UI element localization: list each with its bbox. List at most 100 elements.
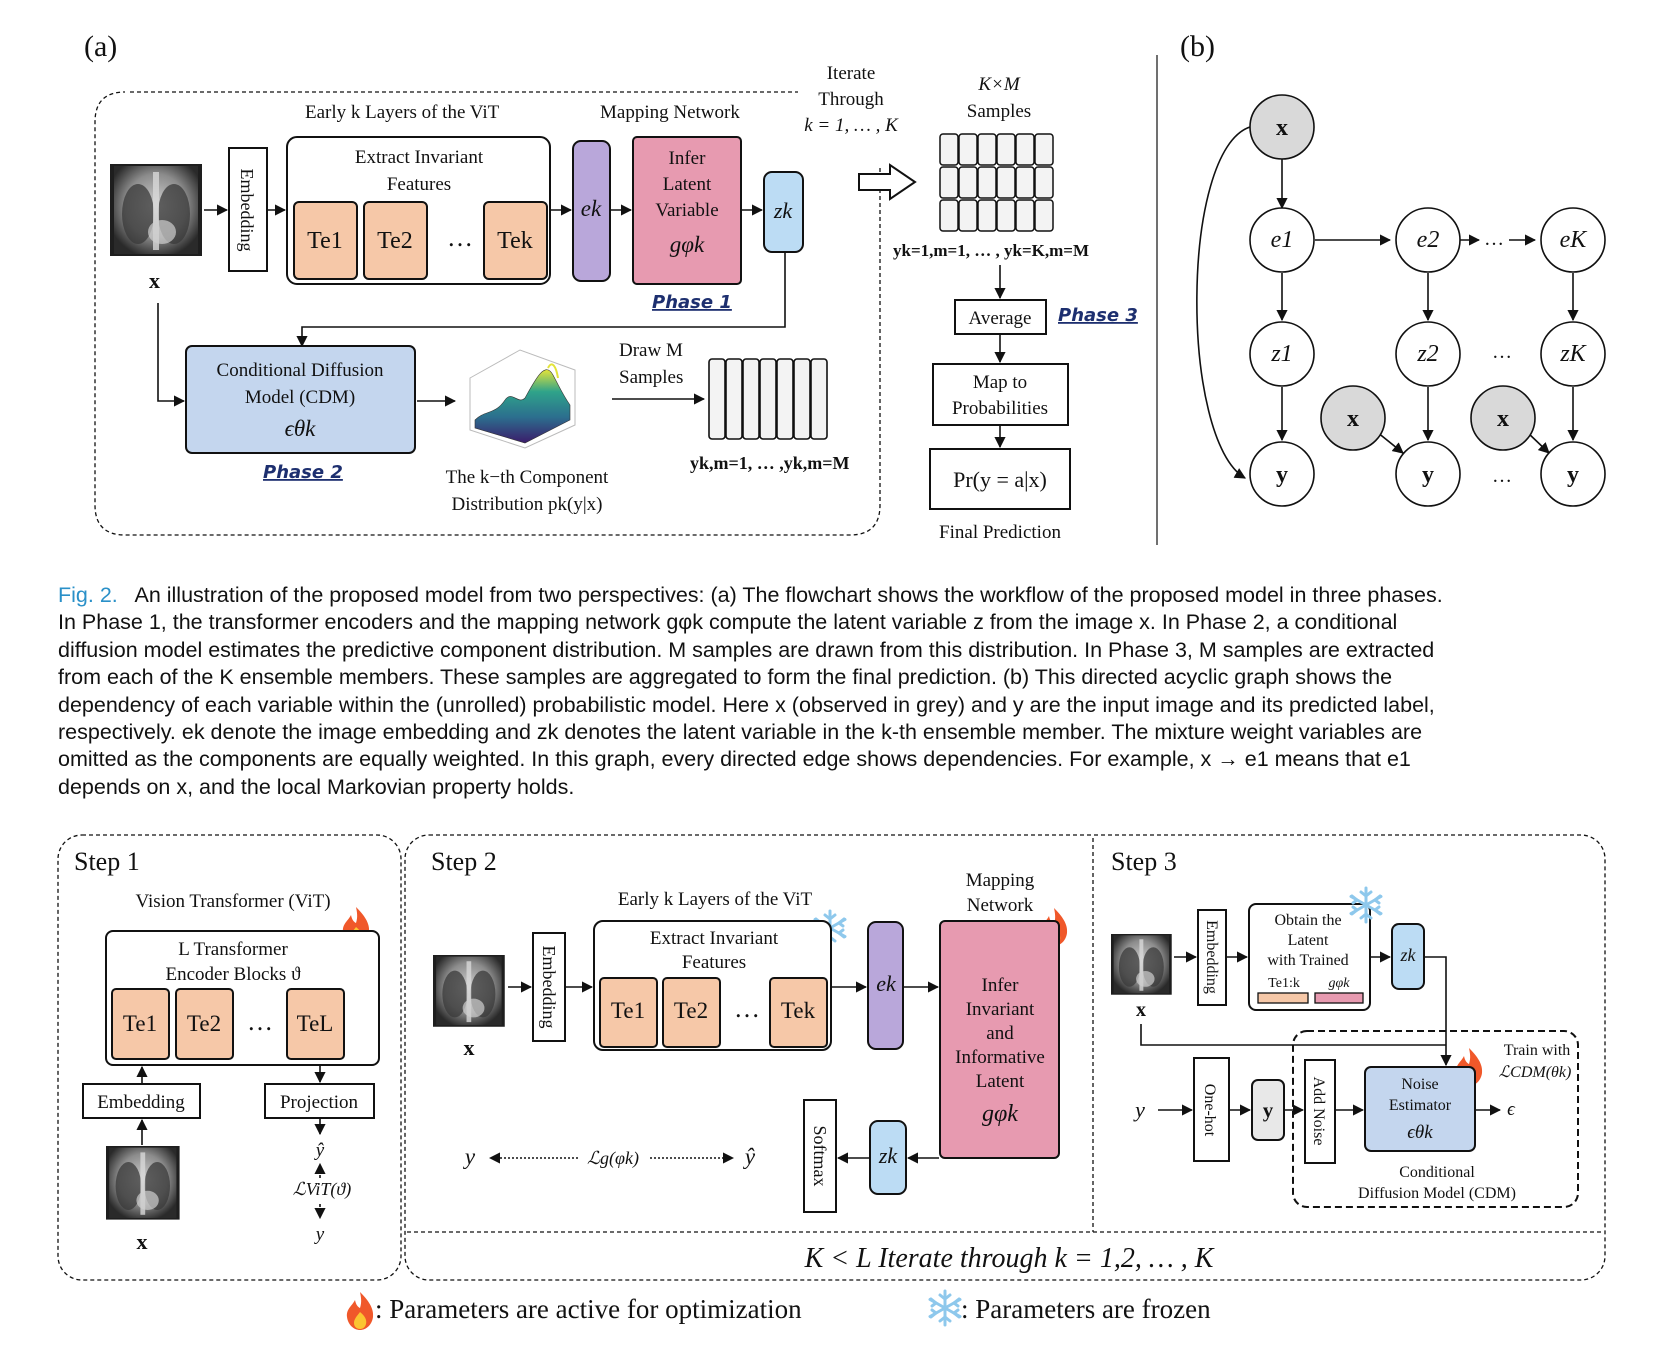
step1-teL-block (286, 988, 345, 1060)
step1-blocks-label-1: L Transformer (178, 939, 288, 960)
te2-label: Te2 (377, 228, 413, 254)
step2-early-layers: Early k Layers of the ViT (618, 889, 813, 910)
zk-box (763, 171, 804, 253)
step2-title: Step 2 (431, 847, 497, 876)
node-e2: e2 (1417, 227, 1440, 253)
step1-projection-label: Projection (280, 1092, 359, 1113)
step2-infer-label-4: Informative (955, 1047, 1045, 1068)
ek-box (572, 140, 611, 282)
caption-line-6: respectively. ek denote the image embedd… (58, 720, 1423, 745)
tek-label: Tek (497, 228, 533, 254)
step1-vit-label: Vision Transformer (ViT) (135, 891, 330, 912)
caption-text-1: An illustration of the proposed model fr… (134, 583, 1443, 607)
phase3-label: Phase 3 (1058, 305, 1138, 326)
node-z-dots: … (1492, 341, 1512, 363)
average-label: Average (969, 308, 1032, 329)
phase2-label: Phase 2 (263, 462, 343, 483)
m-samples-label: yk,m=1, … ,yk,m=M (690, 453, 850, 473)
dag-edges (1196, 126, 1579, 479)
node-z1: z1 (1270, 341, 1292, 367)
node-z2: z2 (1416, 341, 1438, 367)
legend-frozen-label: : Parameters are frozen (961, 1294, 1211, 1324)
step3-eps-out: ϵ (1507, 1099, 1516, 1120)
step1-projection-box (264, 1083, 375, 1119)
obtain-label-2: Latent (1288, 932, 1329, 949)
train-with-label-1: Train with (1504, 1042, 1571, 1059)
final-pr-box (929, 448, 1071, 510)
step2-extract-label-1: Extract Invariant (650, 928, 779, 949)
draw-label-2: Samples (619, 367, 683, 388)
step1-title: Step 1 (74, 847, 140, 876)
add-noise-label: Add Noise (1310, 1077, 1327, 1146)
step1-frame (57, 834, 402, 1281)
obtain-latent-box (1248, 903, 1371, 1011)
step1-xray-icon (106, 1146, 180, 1220)
step1-loss: ℒViT(ϑ) (293, 1179, 351, 1200)
step1-x-label: x (137, 1229, 148, 1254)
node-e1: e1 (1271, 227, 1294, 253)
step1-te1-block (111, 988, 170, 1060)
surface-plot-icon (469, 349, 576, 449)
add-noise-box (1304, 1059, 1336, 1164)
step3-embedding-label: Embedding (1203, 920, 1220, 994)
m-samples-grid (708, 358, 828, 440)
softmax-box (803, 1099, 837, 1213)
step2-y: y (463, 1144, 476, 1169)
g-phi-bar (1314, 992, 1364, 1004)
step2-te1-block (599, 977, 658, 1048)
infer-latent-box (632, 136, 742, 285)
onehot-box (1193, 1057, 1230, 1162)
extract-label-2: Features (387, 174, 451, 195)
step2-te2-block (662, 977, 721, 1048)
xray-image-icon (110, 164, 202, 256)
cdm-label-1: Conditional Diffusion (217, 360, 384, 381)
step2-x-label: x (464, 1035, 475, 1060)
step1-blocks-label-2: Encoder Blocks ϑ (166, 964, 302, 985)
node-y1: y (1276, 462, 1288, 488)
step1-embedding-label: Embedding (97, 1092, 185, 1113)
x-input-label: x (149, 268, 160, 293)
step3-zk-box (1391, 923, 1425, 990)
component-label-2: Distribution pk(y|x) (451, 494, 602, 515)
obtain-label-3: with Trained (1267, 952, 1348, 969)
infer-label-1: Infer (669, 148, 707, 169)
node-e-dots: … (1484, 228, 1504, 250)
caption-line-7: omitted as the components are equally we… (58, 747, 1411, 772)
cdm-label-2: Model (CDM) (245, 387, 355, 408)
caption-line-3: diffusion model estimates the predictive… (58, 637, 1435, 662)
infer-label-3: Variable (655, 200, 718, 221)
node-yK: y (1567, 462, 1579, 488)
step2-ek-box (867, 921, 904, 1050)
caption-line-8: depends on x, and the local Markovian pr… (58, 774, 575, 799)
panel-a: (a) Early k Layers of the ViT Mapping Ne… (84, 30, 1138, 543)
bottom-bar-label: K < L Iterate through k = 1,2, … , K (804, 1243, 1215, 1274)
noise-est-label-1: Noise (1401, 1076, 1438, 1093)
step1-te1-label: Te1 (123, 1011, 157, 1036)
iterate-label-3: k = 1, … , K (804, 115, 899, 136)
kxm-label-2: Samples (967, 101, 1031, 122)
te-dots: … (447, 223, 473, 252)
step2-infer-box (939, 920, 1060, 1159)
step2-zk-label: zk (878, 1143, 899, 1168)
step2-embedding-label: Embedding (539, 946, 559, 1029)
step2-yhat: ŷ (743, 1144, 756, 1169)
step2-tek-block (769, 977, 828, 1048)
caption-line-5: dependency of each variable within the (… (58, 692, 1435, 717)
node-y2: y (1422, 462, 1434, 488)
step2-ek-label: ek (876, 971, 897, 996)
softmax-label: Softmax (810, 1126, 830, 1187)
step3-cdm-label-2: Diffusion Model (CDM) (1358, 1185, 1516, 1202)
phase1-label: Phase 1 (652, 292, 732, 313)
steps-figure: Step 1 Vision Transformer (ViT) L Transf… (57, 834, 1606, 1281)
step3-arrows (1140, 951, 1502, 1116)
te1-block (293, 201, 358, 280)
step2-embedding-box (532, 932, 566, 1042)
hollow-arrow-icon (858, 163, 917, 201)
panel-a-label: (a) (84, 30, 117, 63)
step3-title: Step 3 (1111, 847, 1177, 876)
step2-te2-label: Te2 (674, 998, 708, 1023)
step2-g-phi: gφk (982, 1101, 1018, 1127)
step2-infer-label-1: Infer (982, 975, 1020, 996)
ek-label: ek (581, 196, 602, 221)
step3-embedding-box (1197, 909, 1227, 1006)
